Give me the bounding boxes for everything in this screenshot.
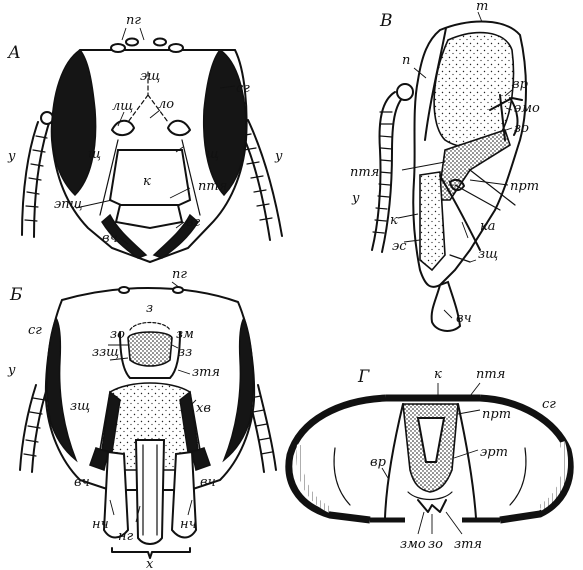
labels-panel-g: к птя сг прт вр эрт змо зо зтя — [370, 367, 556, 552]
labels-panel-v: т п вр эмо зо птя прт у к ка эс зщ вч — [350, 0, 540, 326]
label-ptya-g: птя — [476, 367, 505, 382]
mandible-v — [430, 280, 462, 332]
label-nch-right-b: нч — [180, 517, 197, 532]
label-prt-v: прт — [510, 179, 539, 194]
label-sg-b: сг — [28, 323, 42, 338]
label-u-left-a: у — [7, 149, 16, 164]
leaders-b — [108, 281, 197, 523]
labrum-a — [114, 204, 184, 230]
panel-v-lateral-view — [371, 20, 527, 332]
label-vch-v: вч — [456, 311, 472, 326]
label-prt-g: прт — [482, 407, 511, 422]
labels-panel-a: пг эщ сг лщ ло у у щ щ к птя эпщ вг вч — [7, 13, 283, 246]
epicranial-suture-a — [127, 71, 169, 123]
label-esch-a: эщ — [140, 69, 160, 84]
label-ptya-a: птя — [198, 179, 227, 194]
antenna-left-b — [19, 384, 49, 473]
compound-eye-right-a — [202, 48, 247, 197]
occipital-foramen-b — [127, 331, 173, 367]
label-t-v: т — [476, 0, 488, 14]
compound-eye-left-a — [51, 48, 97, 197]
label-ptya-v: птя — [350, 165, 379, 180]
panel-letter-b: Б — [9, 285, 23, 305]
label-hv-b: хв — [196, 401, 211, 416]
hypostoma-b — [99, 382, 201, 471]
mandible-left-a — [101, 213, 148, 259]
label-k-g: к — [434, 367, 442, 382]
label-lo-a: ло — [158, 97, 174, 112]
labels-panel-b: пг з сг зо зм ззщ зз зтя у зщ хв вч вч н… — [7, 267, 220, 570]
label-pg-a: пг — [126, 13, 141, 28]
panel-letters: А Б В Г — [7, 11, 393, 387]
ocelli-a — [110, 37, 184, 53]
label-vr-g: вр — [370, 455, 387, 470]
panel-letter-v: В — [379, 11, 393, 31]
label-ztya-g: зтя — [454, 537, 482, 552]
label-sch-left-a: щ — [88, 147, 101, 162]
label-es-v: эс — [392, 239, 407, 254]
label-zo-b: зо — [110, 327, 125, 342]
panel-letter-g: Г — [357, 367, 370, 387]
label-vch-right-b: вч — [200, 475, 216, 490]
antenna-left-a — [21, 111, 119, 238]
leaders-a — [75, 27, 236, 245]
labium-b — [134, 439, 166, 545]
label-pg-b: пг — [172, 267, 187, 282]
maxilla-right-b — [170, 450, 198, 539]
panel-letter-a: А — [7, 43, 21, 63]
compound-eye-right-b — [222, 316, 254, 463]
label-vg-a: вг — [186, 215, 201, 230]
label-vch-a: вч — [102, 231, 118, 246]
label-zo-v: зо — [514, 121, 529, 136]
panel-g-cross-section — [285, 394, 574, 524]
label-sch-right-a: щ — [206, 147, 219, 162]
label-zzsch-b: ззщ — [92, 345, 119, 360]
label-vr-v: вр — [512, 77, 529, 92]
label-emo-v: эмо — [514, 101, 540, 116]
label-epsch-a: эпщ — [54, 197, 83, 212]
label-vch-left-b: вч — [74, 475, 90, 490]
label-ztya-b: зтя — [192, 365, 220, 380]
clypeus-v — [419, 171, 446, 272]
label-zo-g: зо — [428, 537, 443, 552]
label-zm-b: зм — [176, 327, 194, 342]
label-p-v: п — [402, 53, 410, 68]
mandible-right-a — [152, 213, 199, 259]
label-u-v: у — [351, 191, 360, 206]
label-h-b: х — [146, 557, 154, 570]
label-k-v: к — [390, 213, 398, 228]
label-sg-a: сг — [236, 81, 250, 96]
label-ert-g: эрт — [480, 445, 508, 460]
label-zmo-g: змо — [400, 537, 426, 552]
maxilla-left-b — [102, 450, 130, 539]
label-k-a: к — [143, 174, 151, 189]
compound-eye-v — [433, 31, 515, 148]
brace-x-b — [111, 547, 191, 559]
eye-lobe-left-g — [285, 394, 387, 524]
antenna-v — [371, 83, 414, 253]
label-u-right-a: у — [274, 149, 283, 164]
label-ka-v: ка — [480, 219, 496, 234]
label-zsch-v: зщ — [478, 247, 498, 262]
panel-b-rear-view — [19, 286, 277, 559]
leaders-v — [397, 11, 513, 319]
label-z-b: з — [146, 301, 153, 316]
label-zz-b: зз — [178, 345, 192, 360]
eye-lobe-right-g — [479, 394, 574, 524]
label-ng-b: нг — [118, 529, 134, 544]
label-lsch-a: лщ — [112, 99, 133, 114]
label-u-b: у — [7, 363, 16, 378]
compound-eye-left-b — [46, 316, 78, 463]
label-sg-g: сг — [542, 397, 556, 412]
label-zsch-b: зщ — [70, 399, 90, 414]
label-nch-left-b: нч — [92, 517, 109, 532]
leaders-g — [381, 382, 481, 535]
panel-a-front-view — [21, 37, 283, 264]
